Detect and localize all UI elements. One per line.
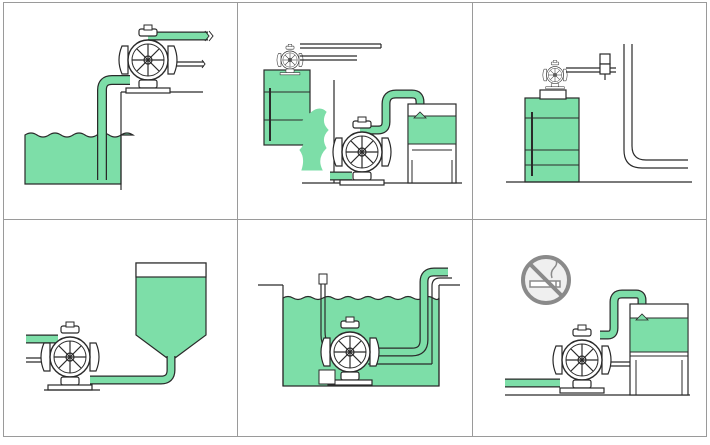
panel-pump-above-tank-suction [24, 24, 214, 190]
panel-submerged-pump-in-tank [258, 267, 460, 387]
panel-drum-top-mounted-pump [506, 44, 692, 183]
panel-hopper-gravity-feed [26, 262, 207, 391]
panel-no-smoking-transfer [505, 255, 690, 396]
panel-grid [3, 2, 707, 437]
no-smoking-icon [521, 255, 571, 305]
panel-pump-transfer-drum-to-tank [263, 43, 462, 186]
